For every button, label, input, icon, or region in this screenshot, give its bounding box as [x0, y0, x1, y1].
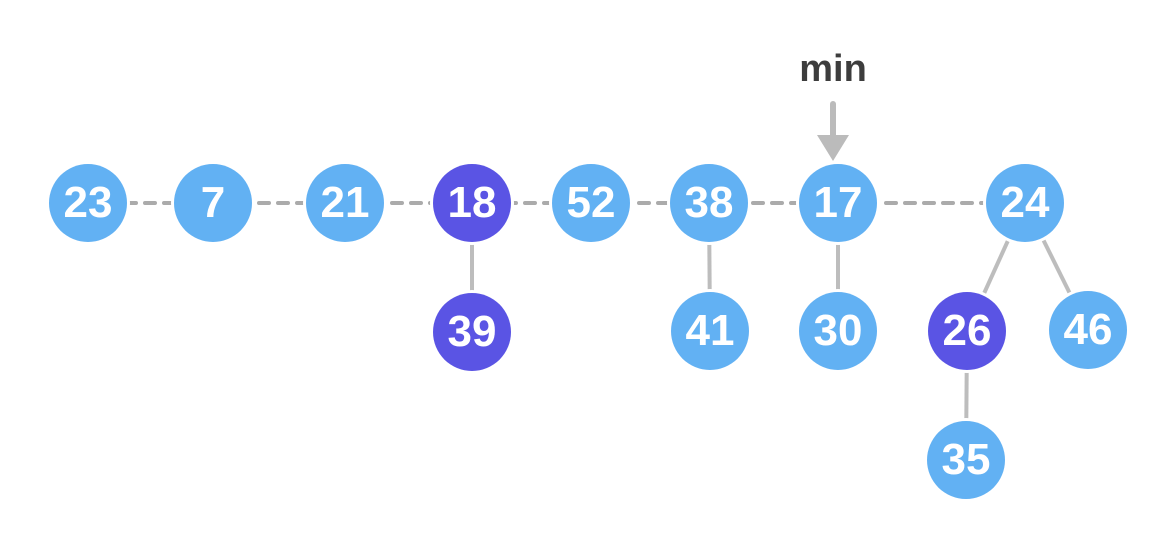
heap-node-26: 26 [928, 292, 1006, 370]
heap-node-7: 7 [174, 164, 252, 242]
heap-node-52: 52 [552, 164, 630, 242]
heap-node-41: 41 [671, 292, 749, 370]
heap-node-38: 38 [670, 164, 748, 242]
heap-node-21: 21 [306, 164, 384, 242]
heap-node-17: 17 [799, 164, 877, 242]
heap-node-46: 46 [1049, 291, 1127, 369]
min-arrow-icon [817, 101, 849, 161]
min-label: min [799, 48, 867, 90]
heap-node-35: 35 [927, 421, 1005, 499]
heap-node-23: 23 [49, 164, 127, 242]
heap-node-39: 39 [433, 293, 511, 371]
heap-node-18: 18 [433, 164, 511, 242]
heap-node-24: 24 [986, 164, 1064, 242]
heap-node-30: 30 [799, 292, 877, 370]
